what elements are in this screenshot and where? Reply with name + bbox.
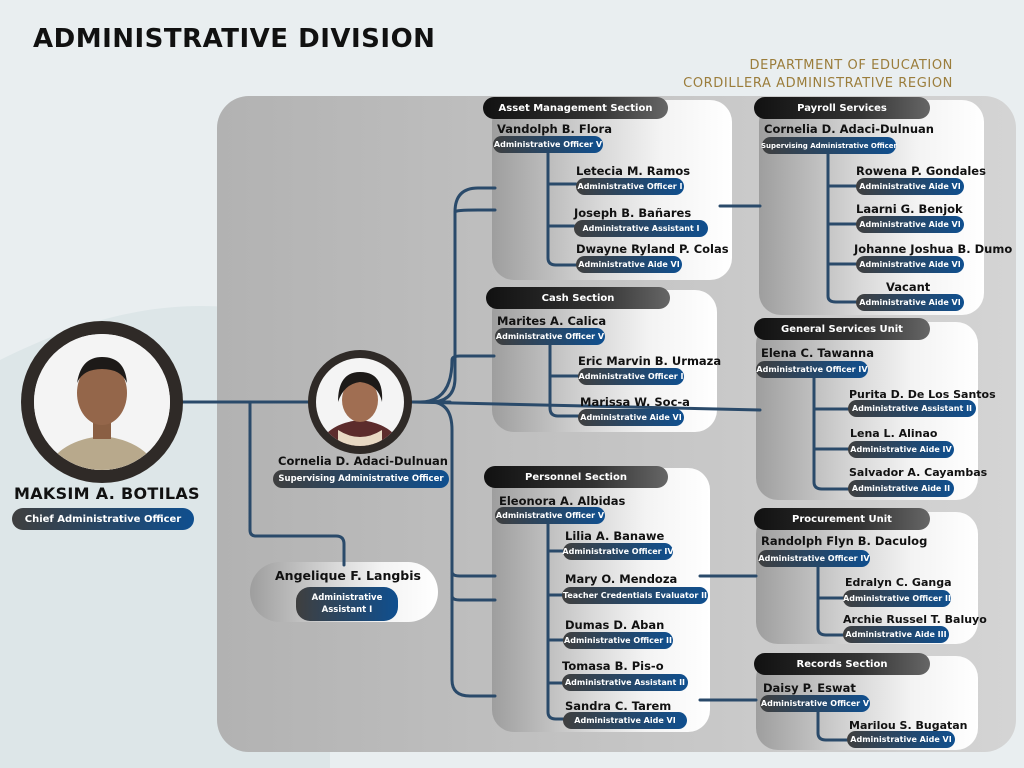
personnel-section-header: Personnel Section: [484, 466, 668, 488]
assistant-role-line-2: Assistant I: [321, 605, 373, 615]
personnel-member-role: Administrative Aide VI: [563, 712, 687, 729]
personnel-member-name: Mary O. Mendoza: [565, 572, 678, 586]
supervisor-role-badge: Supervising Administrative Officer: [273, 470, 449, 488]
payroll-member-name: Laarni G. Benjok: [856, 202, 963, 216]
chief-avatar-icon: [34, 334, 170, 470]
department-line-1: DEPARTMENT OF EDUCATION: [749, 58, 953, 73]
asset-section-header: Asset Management Section: [483, 97, 668, 119]
asset-member-role: Administrative Officer I: [576, 178, 684, 195]
supervisor-avatar-icon: [316, 358, 404, 446]
assistant-role-line-1: Administrative: [311, 593, 383, 603]
payroll-member-role: Administrative Aide VI: [856, 256, 964, 273]
cash-member-name: Marissa W. Soc-a: [580, 395, 690, 409]
supervisor-photo: [308, 350, 412, 454]
records-head-name: Daisy P. Eswat: [763, 681, 856, 695]
department-line-2: CORDILLERA ADMINISTRATIVE REGION: [683, 76, 953, 91]
personnel-member-name: Tomasa B. Pis-o: [562, 659, 664, 673]
cash-head-name: Marites A. Calica: [497, 314, 607, 328]
payroll-member-name: Rowena P. Gondales: [856, 164, 986, 178]
general-member-name: Salvador A. Cayambas: [849, 466, 988, 479]
asset-member-role: Administrative Assistant I: [574, 220, 708, 237]
records-member-name: Marilou S. Bugatan: [849, 719, 968, 732]
payroll-member-name: Vacant: [886, 280, 931, 294]
personnel-member-role: Teacher Credentials Evaluator II: [562, 587, 708, 604]
personnel-member-name: Dumas D. Aban: [565, 618, 665, 632]
payroll-head-role: Supervising Administrative Officer: [761, 137, 897, 154]
general-member-role: Administrative Assistant II: [848, 400, 976, 417]
general-member-role: Administrative Aide II: [848, 480, 954, 497]
records-header: Records Section: [754, 653, 930, 675]
personnel-head-name: Eleonora A. Albidas: [499, 494, 626, 508]
records-member-role: Administrative Aide VI: [847, 731, 955, 748]
procurement-member-name: Edralyn C. Ganga: [845, 576, 952, 589]
records-head-role: Administrative Officer V: [760, 695, 870, 712]
procurement-head-role: Administrative Officer IV: [758, 550, 870, 567]
personnel-member-name: Lilia A. Banawe: [565, 529, 665, 543]
asset-member-name: Joseph B. Bañares: [574, 206, 692, 220]
asset-head-role: Administrative Officer V: [493, 136, 603, 153]
supervisor-name: Cornelia D. Adaci-Dulnuan: [278, 454, 448, 468]
procurement-card: [756, 512, 978, 644]
general-member-role: Administrative Aide IV: [848, 441, 954, 458]
payroll-section-header: Payroll Services: [754, 97, 930, 119]
assistant-name: Angelique F. Langbis: [275, 568, 421, 583]
chief-role-badge: Chief Administrative Officer: [12, 508, 194, 530]
cash-member-role: Administrative Officer I: [578, 368, 684, 385]
procurement-head-name: Randolph Flyn B. Daculog: [761, 534, 928, 548]
general-services-header: General Services Unit: [754, 318, 930, 340]
procurement-member-role: Administrative Officer II: [843, 590, 951, 607]
payroll-member-role: Administrative Aide VI: [856, 178, 964, 195]
general-head-role: Administrative Officer IV: [756, 361, 868, 378]
cash-head-role: Administrative Officer V: [495, 328, 605, 345]
asset-member-name: Dwayne Ryland P. Colas: [576, 242, 729, 256]
general-head-name: Elena C. Tawanna: [761, 346, 875, 360]
asset-head-name: Vandolph B. Flora: [497, 122, 612, 136]
procurement-member-name: Archie Russel T. Baluyo: [843, 613, 987, 626]
payroll-section-card: [759, 100, 984, 315]
personnel-head-role: Administrative Officer V: [495, 507, 605, 524]
procurement-member-role: Administrative Aide III: [843, 626, 949, 643]
personnel-member-role: Administrative Assistant II: [562, 674, 688, 691]
cash-section-header: Cash Section: [486, 287, 670, 309]
general-member-name: Purita D. De Los Santos: [849, 388, 996, 401]
department-label: DEPARTMENT OF EDUCATION CORDILLERA ADMIN…: [683, 57, 953, 93]
payroll-member-role: Administrative Aide VI: [856, 294, 964, 311]
asset-member-name: Letecia M. Ramos: [576, 164, 691, 178]
asset-member-role: Administrative Aide VI: [576, 256, 682, 273]
cash-member-role: Administrative Aide VI: [578, 409, 684, 426]
payroll-head-name: Cornelia D. Adaci-Dulnuan: [764, 122, 934, 136]
cash-member-name: Eric Marvin B. Urmaza: [578, 354, 722, 368]
personnel-member-name: Sandra C. Tarem: [565, 699, 672, 713]
payroll-member-name: Johanne Joshua B. Dumo: [854, 242, 1013, 256]
page-title: ADMINISTRATIVE DIVISION: [33, 24, 436, 54]
assistant-role-badge: Administrative Assistant I: [296, 587, 398, 621]
payroll-member-role: Administrative Aide VI: [856, 216, 964, 233]
general-member-name: Lena L. Alinao: [850, 427, 938, 440]
personnel-member-role: Administrative Officer II: [563, 632, 673, 649]
chief-name: MAKSIM A. BOTILAS: [14, 484, 200, 503]
procurement-header: Procurement Unit: [754, 508, 930, 530]
chief-photo: [21, 321, 183, 483]
personnel-member-role: Administrative Officer IV: [562, 543, 674, 560]
